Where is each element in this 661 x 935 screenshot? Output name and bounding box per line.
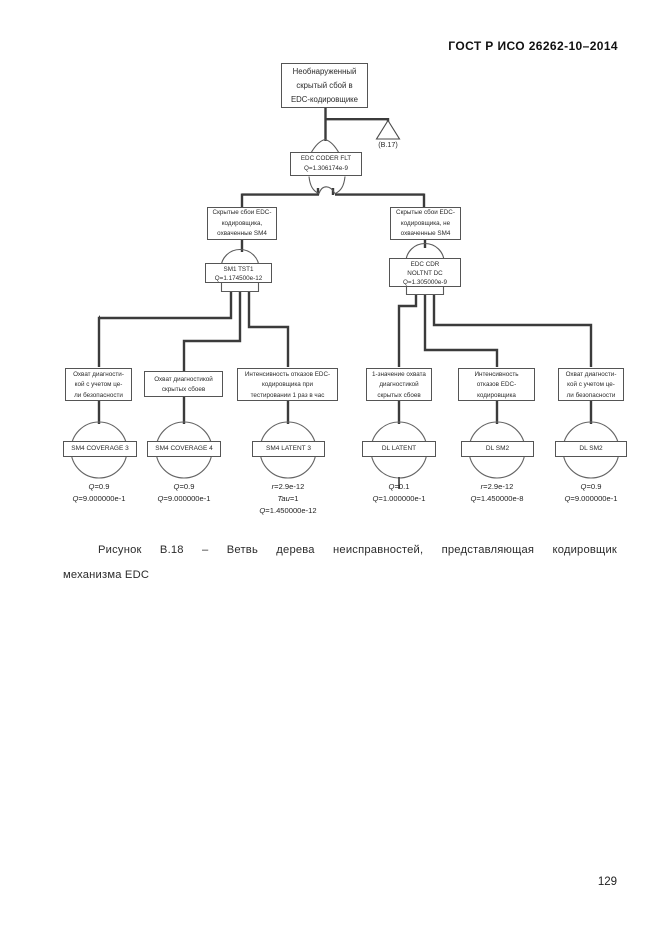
gate-right-line: Q=1.305000e-9 <box>403 278 447 286</box>
leaf-desc-line: Интенсивность <box>474 370 519 378</box>
top-event-line: скрытый сбой в <box>296 80 353 90</box>
leaf-desc-box: 1-значение охвата диагностикой скрытых с… <box>366 368 432 401</box>
leaf-values: r=2.9e-12 Q=1.450000e-8 <box>470 482 524 503</box>
root-gate-box: EDC CODER FLT Q=1.306174e-9 <box>290 152 362 176</box>
root-gate-line: Q=1.306174e-9 <box>304 165 348 173</box>
leaf-desc-line: ли безопасности <box>74 391 123 399</box>
branch-right-line: Скрытые сбои EDC- <box>396 209 455 216</box>
leaf-desc-box: Охват диагностикой скрытых сбоев <box>144 371 223 397</box>
leaf-desc-box: Интенсивность отказов EDC- кодировщика п… <box>237 368 338 401</box>
leaf-desc-line: скрытых сбоев <box>377 391 421 399</box>
leaf-desc-line: скрытых сбоев <box>161 386 206 394</box>
figure-caption-line2: механизма EDC <box>63 569 150 581</box>
basic-event-name-box: DL SM2 <box>461 441 534 457</box>
or-gate-icon <box>308 138 346 195</box>
leaf-desc-line: Охват диагности- <box>565 370 617 378</box>
leaf-values: Q=0.9 Q=9.000000e-1 <box>72 482 126 503</box>
leaf-desc-line: кодировщика при <box>261 381 313 389</box>
and-gate-right-icon <box>405 243 445 296</box>
branch-left-line: Скрытые сбои EDC- <box>212 209 272 216</box>
leaf-desc-line: тестировании 1 раз в час <box>250 391 325 399</box>
leaf-desc-line: Интенсивность отказов EDC- <box>244 370 331 378</box>
leaf-desc-line: диагностикой <box>379 381 419 389</box>
leaf-values: r=2.9e-12 Tau=1 Q=1.450000e-12 <box>259 482 317 515</box>
gate-right-label-box: EDC CDR NOLTNT DC Q=1.305000e-9 <box>389 258 461 287</box>
leaf-desc-line: кодировщика <box>477 391 516 399</box>
leaf-desc-line: ли безопасности <box>566 391 616 399</box>
page-number: 129 <box>597 876 617 888</box>
leaf-values: Q=0.1 Q=1.000000e-1 <box>372 482 426 503</box>
leaf-desc-line: Охват диагностикой <box>154 375 213 383</box>
top-event-box: Необнаруженный скрытый сбой в EDC-кодиро… <box>281 63 368 108</box>
root-gate-line: EDC CODER FLT <box>300 155 352 162</box>
basic-event-name-box: SM4 COVERAGE 4 <box>147 441 221 457</box>
gate-right-line: NOLTNT DC <box>407 269 443 277</box>
branch-right-line: охваченные SM4 <box>400 230 451 237</box>
transfer-ref-label: (В.17) <box>378 140 398 149</box>
leaf-desc-line: кой с учетом це- <box>74 381 123 389</box>
figure-caption-line1: Рисунок В.18 – Ветвь дерева неисправност… <box>98 544 617 556</box>
leaf-desc-line: кой с учетом це- <box>567 381 615 389</box>
branch-left-line: кодировщика, <box>221 219 263 227</box>
top-event-line: EDC-кодировщике <box>290 94 359 104</box>
basic-event-name-box: SM4 LATENT 3 <box>252 441 325 457</box>
and-gate-left-icon <box>220 249 260 293</box>
basic-event-name-box: DL LATENT <box>362 441 436 457</box>
leaf-desc-line: 1-значение охвата <box>372 370 426 378</box>
branch-right-line: кодировщика, не <box>400 219 451 227</box>
gate-left-line: Q=1.174500e-12 <box>214 274 263 282</box>
leaf-desc-line: отказов EDC- <box>476 381 517 389</box>
leaf-values: Q=0.9 Q=9.000000e-1 <box>564 482 618 503</box>
transfer-triangle-icon <box>375 119 401 140</box>
branch-left-box: Скрытые сбои EDC- кодировщика, охваченны… <box>207 207 277 240</box>
gate-right-line: EDC CDR <box>410 260 440 268</box>
branch-right-box: Скрытые сбои EDC- кодировщика, не охваче… <box>390 207 461 240</box>
leaf-desc-box: Интенсивность отказов EDC- кодировщика <box>458 368 535 401</box>
leaf-desc-box: Охват диагности- кой с учетом це- ли без… <box>558 368 624 401</box>
gate-left-label-box: SM1 TST1 Q=1.174500e-12 <box>205 263 272 283</box>
page-header: ГОСТ Р ИСО 26262-10–2014 <box>448 39 618 53</box>
branch-left-line: охваченные SM4 <box>217 230 267 237</box>
basic-event-name-box: DL SM2 <box>555 441 627 457</box>
basic-event-name-box: SM4 COVERAGE 3 <box>63 441 137 457</box>
leaf-desc-box: Охват диагности- кой с учетом це- ли без… <box>65 368 132 401</box>
leaf-desc-line: Охват диагности- <box>73 370 124 378</box>
gate-left-line: SM1 TST1 <box>223 265 254 273</box>
leaf-values: Q=0.9 Q=9.000000e-1 <box>157 482 211 503</box>
top-event-line: Необнаруженный <box>292 67 357 76</box>
